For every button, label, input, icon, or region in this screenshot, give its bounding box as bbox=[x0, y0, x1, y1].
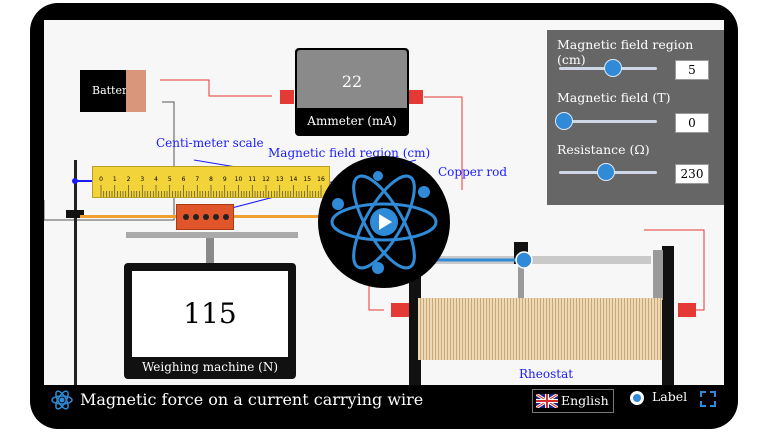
resistance-control-label: Resistance (Ω) bbox=[557, 142, 650, 157]
scale-tick-label: 8 bbox=[209, 176, 213, 183]
magnetic-field-value[interactable]: 0 bbox=[675, 113, 709, 133]
rheostat-rail bbox=[421, 256, 651, 264]
wire-battery-rod bbox=[44, 101, 175, 221]
field-region-control-label: Magnetic field region (cm) bbox=[557, 37, 694, 67]
magnetic-field-region-block[interactable] bbox=[176, 204, 234, 230]
ammeter: 22 Ammeter (mA) bbox=[295, 48, 409, 136]
scale-table bbox=[126, 232, 298, 238]
label-toggle-text: Label bbox=[652, 389, 688, 404]
fullscreen-icon[interactable] bbox=[700, 391, 716, 407]
rheostat-terminal-right bbox=[678, 303, 696, 317]
field-region-slider-knob[interactable] bbox=[604, 59, 622, 77]
play-overlay[interactable] bbox=[318, 156, 450, 288]
scale-tick-label: 4 bbox=[154, 176, 158, 183]
rheostat-terminal-left bbox=[391, 303, 409, 317]
stand-clamp bbox=[66, 210, 84, 218]
weighing-reading: 115 bbox=[183, 297, 237, 330]
ammeter-display: 22 bbox=[297, 50, 407, 108]
scale-tick-label: 13 bbox=[276, 176, 284, 183]
scale-tick-label: 0 bbox=[99, 176, 103, 183]
table-post bbox=[206, 238, 214, 264]
rheostat-post-right bbox=[662, 246, 674, 385]
copper-rod-label: Copper rod bbox=[438, 165, 508, 179]
scale-tick-label: 15 bbox=[303, 176, 311, 183]
scale-tick-label: 7 bbox=[195, 176, 199, 183]
resistance-value[interactable]: 230 bbox=[675, 164, 709, 184]
language-selector[interactable]: English bbox=[532, 389, 614, 413]
ammeter-reading: 22 bbox=[341, 72, 363, 91]
scale-tick-label: 5 bbox=[168, 176, 172, 183]
scale-tick-label: 11 bbox=[248, 176, 256, 183]
wire-battery-ammeter bbox=[160, 79, 272, 97]
stand-pole bbox=[74, 160, 77, 385]
scale-label: Centi-meter scale bbox=[156, 136, 264, 150]
scale-tick-label: 10 bbox=[235, 176, 243, 183]
weighing-label: Weighing machine (N) bbox=[141, 360, 279, 374]
app-title: Magnetic force on a current carrying wir… bbox=[80, 390, 424, 409]
scale-tick-label: 1 bbox=[113, 176, 117, 183]
slider-knob bbox=[515, 251, 533, 269]
magnetic-field-slider[interactable] bbox=[559, 120, 657, 123]
language-label: English bbox=[561, 393, 609, 408]
ammeter-terminal-right bbox=[409, 90, 423, 104]
control-panel: Magnetic field region (cm) 5 Magnetic fi… bbox=[547, 30, 724, 205]
scale-tick-label: 2 bbox=[127, 176, 131, 183]
rheostat-coil[interactable] bbox=[418, 298, 662, 360]
atom-play-icon bbox=[330, 171, 438, 274]
magnetic-field-control-label: Magnetic field (T) bbox=[557, 90, 671, 105]
weighing-machine: 115 Weighing machine (N) bbox=[124, 263, 296, 379]
wire-rheostat-right bbox=[644, 229, 705, 311]
label-toggle-radio[interactable] bbox=[630, 391, 644, 405]
scale-tick-label: 3 bbox=[140, 176, 144, 183]
scale-tick-label: 6 bbox=[182, 176, 186, 183]
scale-tick-label: 12 bbox=[262, 176, 270, 183]
app-logo-icon bbox=[50, 388, 74, 412]
battery-label: Battery bbox=[92, 84, 134, 97]
scale-tick-label: 9 bbox=[223, 176, 227, 183]
weighing-display: 115 bbox=[132, 271, 288, 357]
scale-tick-label: 14 bbox=[290, 176, 298, 183]
rheostat-label: Rheostat bbox=[519, 367, 574, 381]
wire-ammeter-rheostat bbox=[424, 96, 463, 190]
resistance-slider-knob[interactable] bbox=[597, 163, 616, 181]
magnetic-field-slider-knob[interactable] bbox=[555, 112, 573, 130]
ammeter-label: Ammeter (mA) bbox=[307, 114, 397, 128]
slider-stem bbox=[518, 264, 524, 304]
scale-tick-label: 16 bbox=[317, 176, 325, 183]
battery-terminal bbox=[126, 70, 146, 112]
ammeter-terminal-left bbox=[280, 90, 294, 104]
field-region-value[interactable]: 5 bbox=[675, 60, 709, 80]
uk-flag-icon bbox=[536, 394, 558, 408]
